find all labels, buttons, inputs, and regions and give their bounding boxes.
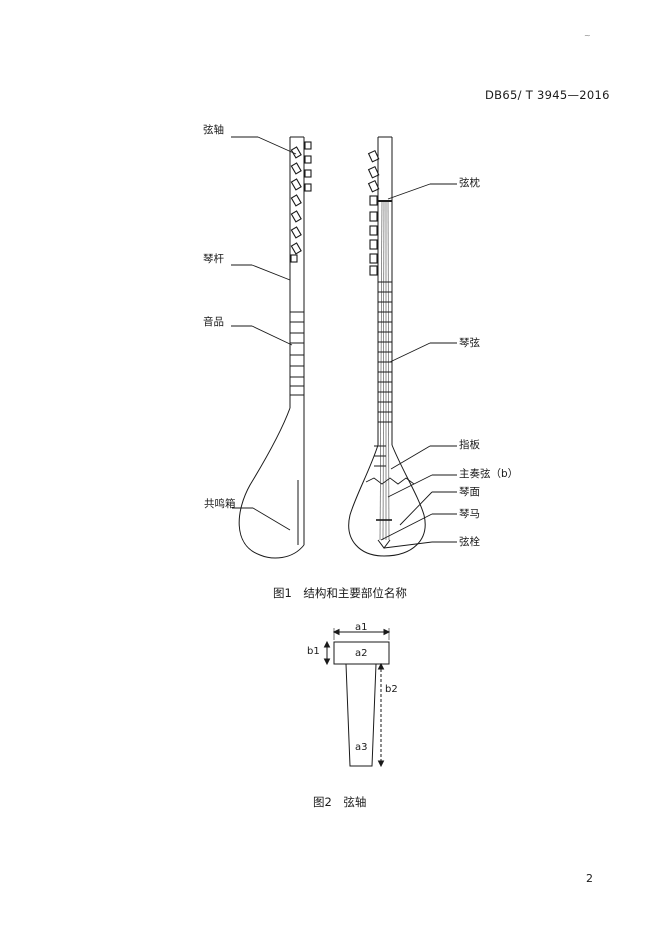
- right-frets: [374, 200, 392, 467]
- label-nut: 弦枕: [459, 177, 480, 189]
- right-strings: [379, 199, 390, 541]
- left-tuning-pegs: [290, 141, 312, 263]
- dim-a3: a3: [355, 742, 368, 753]
- label-bridge: 琴马: [459, 508, 480, 520]
- figure2-drawing: [323, 628, 391, 768]
- figure2-caption: 图2 弦轴: [313, 795, 367, 809]
- leader-lines: [231, 136, 457, 549]
- svg-text:~: ~: [584, 31, 591, 40]
- right-instrument-outline: [348, 136, 426, 557]
- label-neck: 琴杆: [203, 253, 224, 265]
- dim-a2: a2: [355, 648, 368, 659]
- left-instrument-outline: [238, 136, 305, 559]
- right-tuning-pegs: [367, 149, 380, 276]
- dim-a1: a1: [355, 622, 368, 633]
- dim-b1: b1: [307, 646, 320, 657]
- standard-code: DB65/ T 3945—2016: [485, 88, 610, 102]
- label-soundboard: 琴面: [459, 486, 480, 498]
- page-number: 2: [586, 872, 593, 885]
- label-frets: 音品: [203, 316, 224, 328]
- label-tail-peg: 弦栓: [459, 536, 480, 548]
- label-soundbox: 共鸣箱: [204, 498, 236, 510]
- figure1-caption: 图1 结构和主要部位名称: [273, 586, 407, 600]
- label-main-string: 主奏弦（b）: [459, 468, 519, 480]
- label-fingerboard: 指板: [459, 439, 480, 451]
- label-string-peg: 弦轴: [203, 124, 224, 136]
- left-frets: [290, 311, 304, 396]
- dim-b2: b2: [385, 684, 398, 695]
- tail-peg: [377, 539, 391, 549]
- label-strings: 琴弦: [459, 337, 480, 349]
